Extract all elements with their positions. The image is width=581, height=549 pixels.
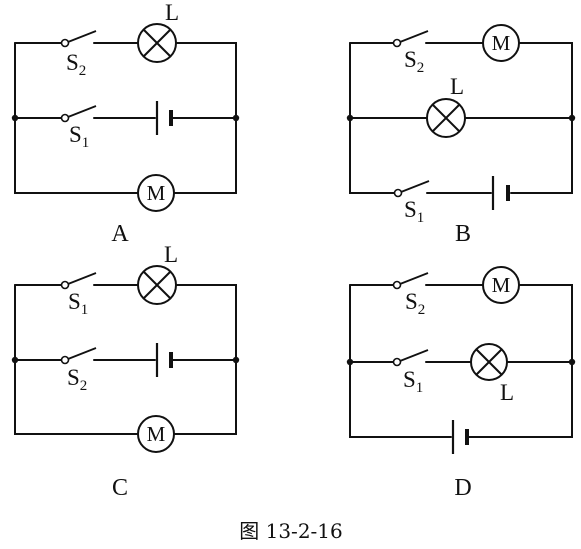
junction-node [568, 114, 576, 122]
switch-s2 [392, 272, 429, 290]
battery-icon [451, 420, 469, 454]
junction-node [11, 114, 19, 122]
switch-top-label: S2 [405, 289, 425, 318]
battery-icon [491, 176, 510, 210]
switch-s1 [60, 105, 97, 123]
lamp-label: L [500, 380, 514, 405]
switch-bottom-label: S1 [404, 197, 424, 226]
svg-text:M: M [492, 31, 511, 55]
switch-s2 [60, 30, 97, 48]
lamp-label: L [164, 242, 178, 267]
switch-s1 [392, 349, 429, 367]
motor-icon: M [137, 174, 175, 212]
circuit-caption: A [111, 221, 129, 247]
switch-top-label: S2 [404, 47, 424, 76]
motor-icon: M [137, 415, 175, 453]
lamp-label: L [165, 0, 179, 25]
battery-icon [155, 101, 173, 135]
lamp-label: L [450, 74, 464, 99]
lamp-icon [137, 23, 177, 63]
switch-mid-label: S1 [403, 367, 423, 396]
junction-node [346, 114, 354, 122]
circuit-caption: D [454, 475, 471, 501]
switch-s2 [60, 347, 97, 365]
lamp-icon [426, 98, 466, 138]
switch-mid-label: S1 [69, 122, 89, 151]
switch-s1 [393, 180, 430, 198]
lamp-icon [470, 343, 508, 381]
battery-icon [155, 343, 173, 377]
svg-text:M: M [147, 181, 166, 205]
motor-icon: M [482, 24, 520, 62]
switch-s1 [60, 272, 97, 290]
circuit-b: S2 M L S1 B [346, 24, 576, 247]
junction-node [232, 114, 240, 122]
circuit-caption: C [112, 475, 128, 501]
junction-node [346, 358, 354, 366]
junction-node [11, 356, 19, 364]
svg-text:M: M [492, 273, 511, 297]
switch-mid-label: S2 [67, 365, 87, 394]
motor-icon: M [482, 266, 520, 304]
figure-caption: 图 13-2-16 [239, 519, 343, 543]
lamp-icon [137, 265, 177, 305]
junction-node [232, 356, 240, 364]
junction-node [568, 358, 576, 366]
circuit-d: S2 M S1 L D [346, 266, 576, 501]
circuit-a: S2 L S1 M A [11, 0, 240, 247]
switch-s2 [392, 30, 429, 48]
circuit-c: S1 L S2 M C [11, 242, 240, 501]
circuit-caption: B [455, 221, 471, 247]
switch-top-label: S1 [68, 289, 88, 318]
svg-text:M: M [147, 422, 166, 446]
switch-top-label: S2 [66, 50, 86, 79]
